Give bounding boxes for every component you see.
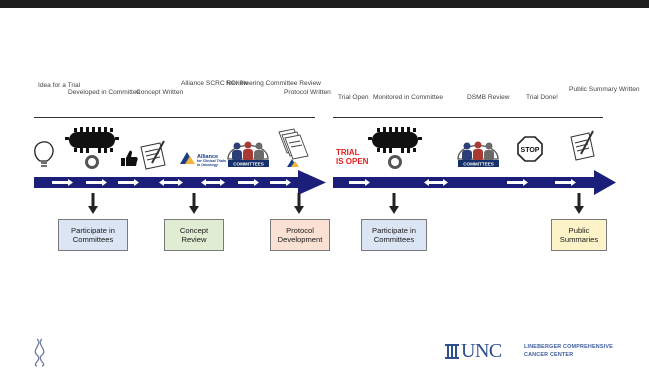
alliance-logo (180, 152, 195, 164)
document-pencil-icon-right (570, 130, 595, 161)
stage-concept-label: Concept Written (136, 89, 184, 96)
stage-trial-done-label: Trial Done! (526, 94, 559, 101)
lineberger-icon (445, 344, 459, 359)
committees-banner-text: COMMITTEES (233, 162, 264, 167)
box-participate-committees-right: Participate in Committees (361, 219, 427, 251)
center-name-line1: LINEBERGER COMPREHENSIVE (524, 344, 613, 350)
stacked-documents-icon (278, 128, 309, 167)
down-arrows (88, 193, 584, 214)
center-name-line2: CANCER CENTER (524, 352, 574, 358)
lineberger-center-name: LINEBERGER COMPREHENSIVE CANCER CENTER (524, 343, 613, 359)
box-participate-committees-left: Participate in Committees (58, 219, 128, 251)
trial-open-text: TRIAL IS OPEN (336, 148, 369, 166)
header-rule-right (333, 117, 603, 118)
box-concept-review: Concept Review (164, 219, 224, 251)
lightbulb-icon (34, 141, 54, 167)
meeting-table-icon-right (368, 127, 422, 169)
header-rule-left (34, 117, 315, 118)
committees-people-icon-dsmb (457, 141, 499, 167)
stage-dsmb-label: DSMB Review (467, 94, 510, 101)
stage-monitored-label: Monitored in Committee (373, 94, 443, 101)
stage-protocol-label: Protocol Written (284, 89, 331, 96)
thumbs-up-icon (121, 150, 138, 166)
stage-trial-open-label: Trial Open (338, 94, 369, 101)
stage-public-summary-label: Public Summary Written (569, 86, 640, 93)
stage-nci-label: NCI Steering Committee Review (226, 80, 321, 87)
stage-scrc-label: Alliance SCRC Review (181, 80, 249, 87)
stage-idea-label: Idea for a Trial (38, 82, 81, 89)
committees-banner-text-dsmb: COMMITTEES (463, 162, 494, 167)
box-protocol-development: Protocol Development (270, 219, 330, 251)
stop-sign-text: STOP (521, 147, 540, 154)
timeline-dashes (52, 179, 576, 186)
box-public-summaries: Public Summaries (551, 219, 607, 251)
timeline-arrow-right (333, 170, 616, 195)
bottom-left-logo-icon (34, 338, 45, 367)
alliance-logo-text: Alliance (197, 154, 218, 160)
unc-logo: UNC (461, 340, 502, 362)
stop-sign-icon (517, 136, 543, 162)
committees-people-icon (227, 141, 269, 167)
stage-developed-label: Developed in Committee (68, 89, 141, 96)
document-pencil-icon (140, 140, 166, 170)
alliance-sub-text: for Clinical Trials in Oncology (197, 159, 226, 167)
meeting-table-icon (65, 127, 119, 169)
slide-top-bar (0, 0, 649, 8)
